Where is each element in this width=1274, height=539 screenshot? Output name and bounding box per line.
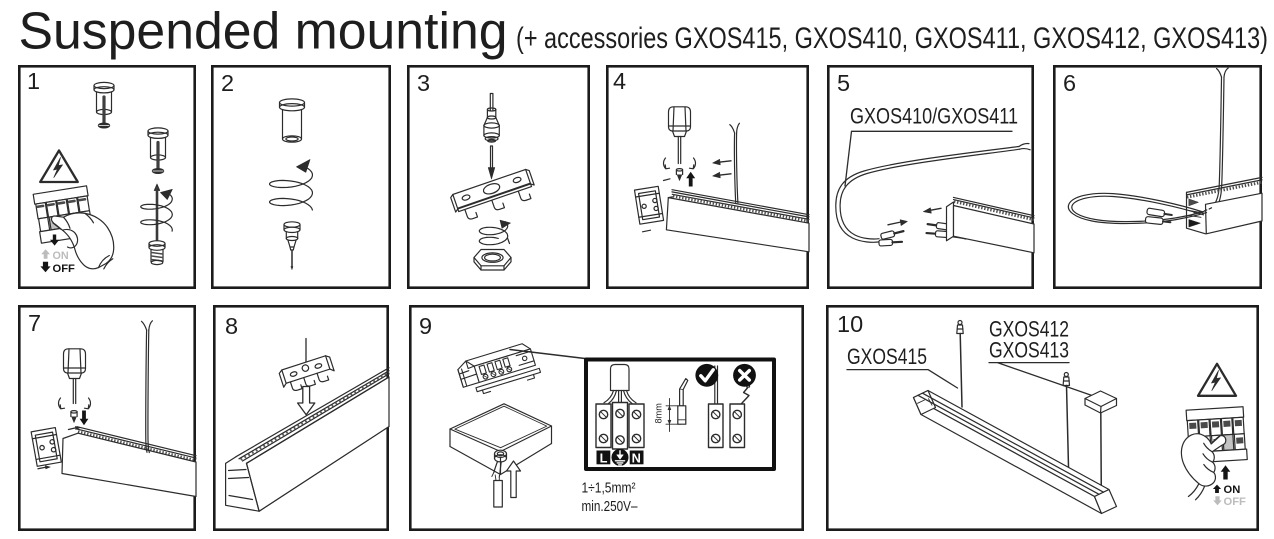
svg-text:8: 8 <box>225 313 238 339</box>
svg-text:OFF: OFF <box>1224 496 1247 508</box>
svg-text:2: 2 <box>221 70 234 96</box>
svg-text:GXOS415: GXOS415 <box>847 344 927 369</box>
svg-text:10: 10 <box>837 311 863 337</box>
svg-text:1÷1,5mm²: 1÷1,5mm² <box>582 480 636 496</box>
svg-text:N: N <box>632 450 641 465</box>
svg-text:5: 5 <box>837 70 850 96</box>
svg-text:(+ accessories GXOS415, GXOS41: (+ accessories GXOS415, GXOS410, GXOS411… <box>516 22 1268 55</box>
svg-text:ON: ON <box>1224 484 1241 496</box>
svg-text:3: 3 <box>417 70 430 96</box>
svg-text:7: 7 <box>28 310 41 336</box>
svg-text:6: 6 <box>1063 70 1076 96</box>
svg-text:8mm: 8mm <box>654 403 664 424</box>
svg-text:GXOS412: GXOS412 <box>989 317 1069 342</box>
svg-text:1: 1 <box>27 68 40 94</box>
svg-text:min.250V–: min.250V– <box>582 499 639 515</box>
svg-text:L: L <box>600 450 608 465</box>
svg-text:OFF: OFF <box>53 263 76 275</box>
svg-text:GXOS410/GXOS411: GXOS410/GXOS411 <box>850 104 1018 129</box>
svg-text:ON: ON <box>53 250 69 262</box>
svg-text:Suspended mounting: Suspended mounting <box>19 3 508 61</box>
svg-text:GXOS413: GXOS413 <box>989 338 1069 363</box>
svg-text:9: 9 <box>419 313 432 339</box>
svg-text:4: 4 <box>613 68 626 94</box>
